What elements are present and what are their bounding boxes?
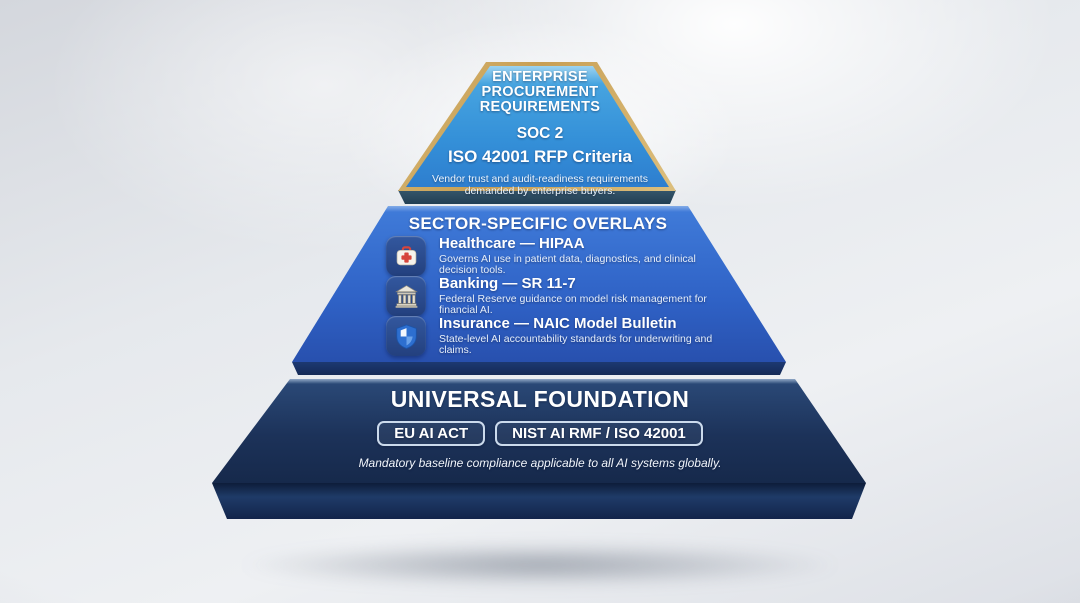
sector-description: State-level AI accountability standards … (439, 332, 713, 356)
sector-description: Governs AI use in patient data, diagnost… (439, 252, 696, 276)
sector-text-healthcare: Healthcare — HIPAA Governs AI use in pat… (439, 236, 736, 276)
bottom-tier-content: UNIVERSAL FOUNDATION EU AI ACT NIST AI R… (290, 386, 790, 470)
bottom-tier-note: Mandatory baseline compliance applicable… (358, 456, 722, 470)
top-tier-item-soc2: SOC 2 (516, 124, 564, 142)
sector-row-insurance: Insurance — NAIC Model Bulletin State-le… (386, 316, 736, 356)
sector-title: Insurance — NAIC Model Bulletin (439, 315, 677, 333)
top-tier-title-line3: REQUIREMENTS (479, 98, 601, 115)
bottom-tier-title: UNIVERSAL FOUNDATION (390, 386, 690, 412)
sector-text-banking: Banking — SR 11-7 Federal Reserve guidan… (439, 276, 736, 316)
sector-title: Healthcare — HIPAA (439, 235, 585, 253)
top-tier-title-line2: PROCUREMENT (481, 83, 599, 100)
top-tier-item-iso42001: ISO 42001 RFP Criteria (448, 146, 632, 166)
sector-description: Federal Reserve guidance on model risk m… (439, 292, 707, 316)
foundation-badges: EU AI ACT NIST AI RMF / ISO 42001 (290, 421, 790, 446)
pyramid-floor-shadow (240, 543, 840, 587)
middle-tier-heading: SECTOR-SPECIFIC OVERLAYS (408, 214, 668, 233)
sector-text-insurance: Insurance — NAIC Model Bulletin State-le… (439, 316, 736, 356)
badge-eu-ai-act: EU AI ACT (377, 421, 486, 446)
shield-icon (386, 316, 426, 356)
first-aid-kit-icon (386, 236, 426, 276)
top-tier-description: Vendor trust and audit-readiness require… (432, 172, 648, 198)
bank-icon (386, 276, 426, 316)
sector-row-banking: Banking — SR 11-7 Federal Reserve guidan… (386, 276, 736, 316)
top-tier-title-line1: ENTERPRISE (492, 69, 588, 85)
badge-nist-ai-rmf-iso-42001: NIST AI RMF / ISO 42001 (495, 421, 703, 446)
top-tier-content: ENTERPRISE PROCUREMENT REQUIREMENTS SOC … (400, 70, 680, 198)
sector-row-healthcare: Healthcare — HIPAA Governs AI use in pat… (386, 236, 736, 276)
sector-list: Healthcare — HIPAA Governs AI use in pat… (386, 236, 736, 356)
sector-title: Banking — SR 11-7 (439, 275, 576, 293)
top-tier-title: ENTERPRISE PROCUREMENT REQUIREMENTS (400, 70, 680, 115)
